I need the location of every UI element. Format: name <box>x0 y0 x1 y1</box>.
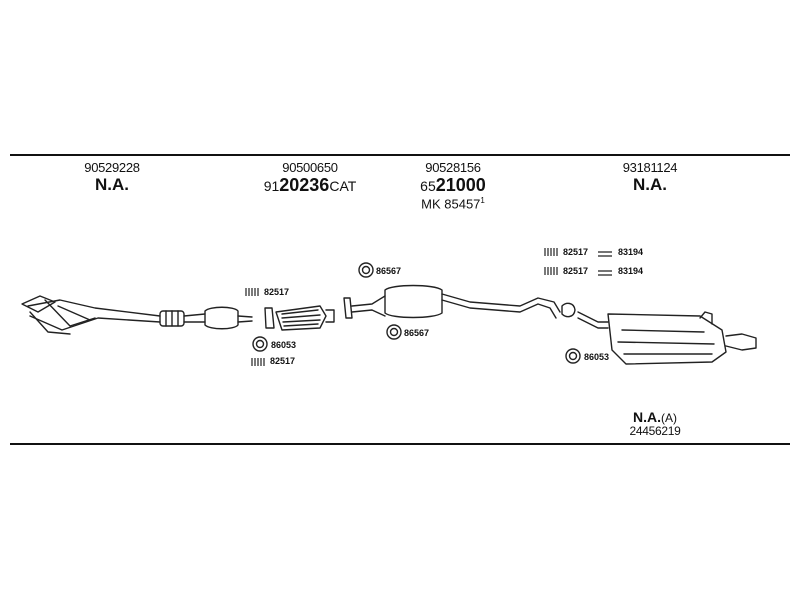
column-front-pipe: 90529228 N.A. <box>27 160 197 195</box>
front-pipe <box>21 295 253 335</box>
footer-part-number: N.A.(A) <box>610 409 700 425</box>
ring-icon <box>389 327 399 337</box>
part-number: N.A. <box>95 175 129 194</box>
clamp-icon <box>544 267 558 275</box>
gasket-icon <box>568 351 578 361</box>
part-prefix: 91 <box>263 178 280 194</box>
part-number: N.A. <box>633 175 667 194</box>
part-prefix: 65 <box>420 178 436 194</box>
hanger-icon <box>598 251 612 257</box>
gasket-icon <box>565 348 581 364</box>
rear-silencer <box>561 302 757 365</box>
bottom-rule <box>10 443 790 445</box>
oem-number: 93181124 <box>622 160 678 175</box>
oem-number: 90500650 <box>282 160 338 175</box>
label-rear-clamp-2: 82517 <box>563 266 589 276</box>
label-rear-clamp-1: 82517 <box>563 247 589 257</box>
ring-icon <box>386 324 402 340</box>
footer-part-suffix: (A) <box>661 411 677 425</box>
ring-icon <box>358 262 374 278</box>
catalytic-converter <box>264 305 335 331</box>
footer-part: N.A.(A) 24456219 <box>610 409 700 438</box>
kit-footnote: 1 <box>480 196 485 205</box>
footer-part-bold: N.A. <box>633 409 661 425</box>
part-number: 9120236CAT <box>225 175 395 196</box>
top-rule <box>10 154 790 156</box>
clamp-icon <box>251 358 265 366</box>
label-cat-clamp-low: 82517 <box>270 356 296 366</box>
footer-oem-number: 24456219 <box>629 424 681 438</box>
kit-prefix: MK <box>421 196 441 212</box>
middle-silencer <box>343 284 561 319</box>
label-rear-gasket: 86053 <box>584 352 610 362</box>
label-cat-clamp: 82517 <box>264 287 290 297</box>
ring-icon <box>361 265 371 275</box>
column-rear-silencer: 93181124 N.A. <box>565 160 735 195</box>
label-mid-ring-bottom: 86567 <box>404 328 430 338</box>
clamp-icons <box>245 248 612 366</box>
part-bold: 21000 <box>435 175 486 195</box>
mounting-kit: MK 854571 <box>368 196 538 211</box>
gasket-icon <box>252 336 268 352</box>
label-mid-ring-top: 86567 <box>376 266 402 276</box>
oem-number: 90529228 <box>84 160 140 175</box>
label-rear-hanger-1: 83194 <box>618 247 644 257</box>
label-rear-hanger-2: 83194 <box>618 266 644 276</box>
gasket-icon <box>255 339 265 349</box>
clamp-icon <box>245 288 259 296</box>
clamp-icon <box>544 248 558 256</box>
oem-number: 90528156 <box>425 160 481 175</box>
kit-number: 85457 <box>444 196 481 212</box>
column-catalytic-converter: 90500650 9120236CAT <box>225 160 395 196</box>
part-suffix: CAT <box>329 178 357 194</box>
part-number: 6521000 <box>368 175 538 196</box>
column-middle-silencer: 90528156 6521000 MK 854571 <box>368 160 538 211</box>
label-cat-gasket: 86053 <box>271 340 297 350</box>
hanger-icon <box>598 270 612 276</box>
part-bold: 20236 <box>279 175 330 195</box>
